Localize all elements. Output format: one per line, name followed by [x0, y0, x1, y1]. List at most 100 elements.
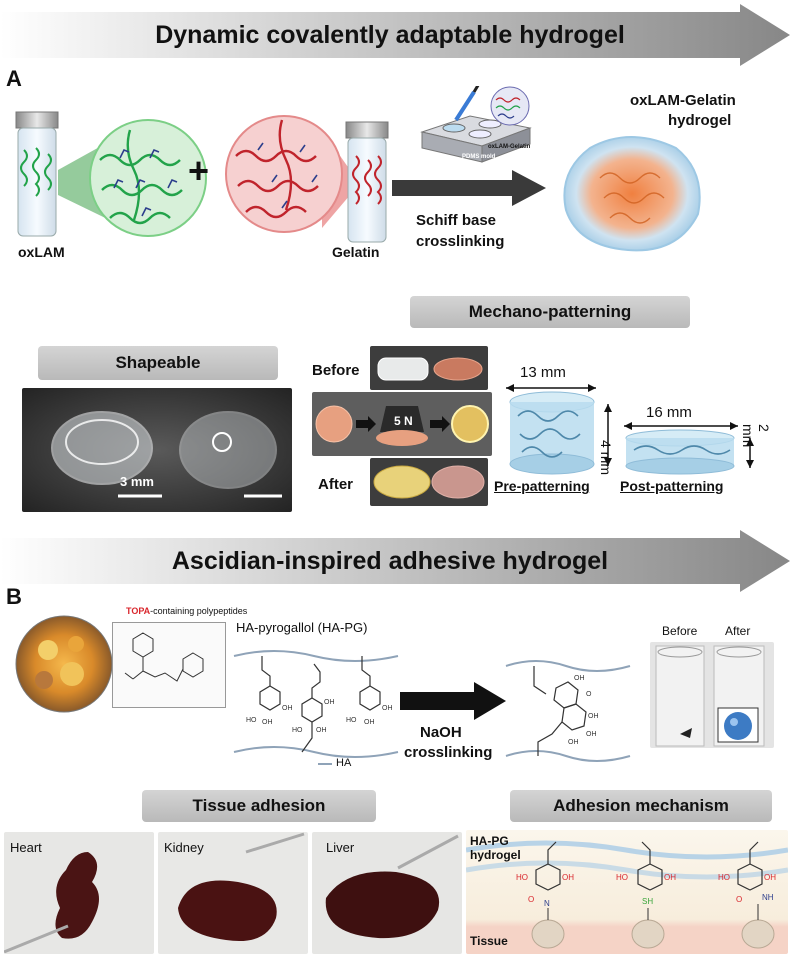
banner-b-title: Ascidian-inspired adhesive hydrogel: [171, 547, 609, 575]
svg-text:O: O: [736, 895, 742, 904]
organ-kidney-label: Kidney: [164, 840, 204, 855]
product-label-2: hydrogel: [668, 112, 732, 129]
naoh-label-2: crosslinking: [404, 744, 493, 761]
svg-text:N: N: [544, 899, 550, 908]
kidney-photo-content: [178, 832, 305, 942]
svg-text:O: O: [528, 895, 534, 904]
svg-text:NH: NH: [762, 893, 774, 902]
topa-structure: [124, 632, 204, 682]
liver-photo: Liver: [312, 832, 462, 954]
before-photo-content: [377, 357, 483, 381]
naoh-label-1: NaOH: [420, 724, 462, 741]
product-label-1: oxLAM-Gelatin: [630, 92, 736, 109]
mechano-patterning-title: Mechano-patterning: [410, 296, 690, 328]
topa-highlight: TOPA: [126, 606, 151, 616]
svg-text:OH: OH: [586, 731, 597, 738]
banner-a: Dynamic covalently adaptable hydrogel: [0, 4, 796, 66]
pdms-mold-diagram: [420, 86, 532, 163]
topa-caption: TOPA-containing polypeptides: [126, 606, 247, 616]
topa-rest: -containing polypeptides: [150, 606, 248, 616]
vial-photo: [650, 642, 774, 748]
svg-text:OH: OH: [364, 719, 375, 726]
svg-text:SH: SH: [642, 897, 653, 906]
shapeable-gel-shapes: [51, 411, 282, 498]
svg-text:HO: HO: [246, 717, 257, 724]
gelatin-vial-diagram: [225, 115, 389, 243]
shapeable-title: Shapeable: [38, 346, 278, 380]
crosslinked-structure: OH O OH OH OH: [505, 660, 631, 762]
pre-width-label: 13 mm: [520, 364, 566, 381]
schiff-base-label-2: crosslinking: [416, 233, 505, 250]
oxlam-vial-diagram: [15, 111, 207, 237]
svg-text:OH: OH: [324, 699, 335, 706]
after-label: After: [318, 476, 354, 493]
panel-letter-a: A: [6, 66, 22, 91]
tissue-adhesion-title: Tissue adhesion: [142, 790, 376, 822]
topa-box: [112, 622, 226, 708]
svg-text:O: O: [586, 691, 592, 698]
pre-height-label: 4 mm: [598, 440, 614, 475]
svg-text:OH: OH: [764, 873, 776, 882]
panel-letter-b: B: [6, 584, 22, 609]
svg-text:HO: HO: [346, 717, 357, 724]
post-patterning-gel: [624, 422, 754, 475]
schiff-base-label-1: Schiff base: [416, 212, 497, 229]
post-patterning-label: Post-patterning: [620, 478, 724, 494]
svg-text:OH: OH: [282, 705, 293, 712]
mold-label: PDMS mold: [462, 154, 496, 160]
schiff-base-arrow: [392, 170, 546, 206]
post-width-label: 16 mm: [646, 404, 692, 421]
mech-hydrogel-label-1: HA-PG: [470, 834, 509, 848]
svg-text:OH: OH: [262, 719, 273, 726]
vial-photo-content: [655, 645, 765, 747]
force-label: 5 N: [394, 414, 413, 428]
after-photo-content: [373, 465, 485, 499]
hapg-structure: HO OH OH HO OH OH HO OH OH: [233, 650, 399, 765]
svg-text:OH: OH: [664, 873, 676, 882]
svg-text:HO: HO: [718, 873, 730, 882]
mechanism-diagram-content: HO OH O N HO OH SH HO OH NH O: [466, 840, 788, 949]
naoh-arrow: [400, 682, 506, 720]
gelatin-label: Gelatin: [332, 244, 380, 260]
oxlam-label: oxLAM: [18, 244, 65, 260]
before-label: Before: [312, 362, 360, 379]
svg-text:HO: HO: [516, 873, 528, 882]
banner-a-arrow: [0, 4, 790, 66]
compression-diagram: [312, 392, 492, 456]
svg-text:HO: HO: [616, 873, 628, 882]
heart-photo-content: [4, 852, 99, 954]
ha-legend: HA: [336, 757, 352, 769]
organ-liver-label: Liver: [326, 840, 355, 855]
plus-sign: +: [188, 150, 210, 191]
pre-patterning-gel: [506, 384, 612, 475]
svg-text:HO: HO: [292, 727, 303, 734]
svg-text:OH: OH: [588, 713, 599, 720]
post-height-label: 2 mm: [740, 424, 772, 448]
adhesion-mechanism-title: Adhesion mechanism: [510, 790, 772, 822]
before-photo: [370, 346, 488, 390]
banner-b: Ascidian-inspired adhesive hydrogel: [0, 530, 796, 592]
banner-b-arrow: [0, 530, 790, 592]
syringe-label: oxLAM-Gelatin: [488, 144, 531, 150]
svg-text:OH: OH: [316, 727, 327, 734]
vial-before-label: Before: [662, 624, 698, 638]
shapeable-photo: 3 mm: [22, 388, 292, 512]
pre-patterning-label: Pre-patterning: [494, 478, 590, 494]
ascidian-photo: [15, 615, 113, 713]
vial-after-label: After: [725, 624, 751, 638]
organ-heart-label: Heart: [10, 840, 42, 855]
heart-photo: Heart: [4, 832, 154, 954]
mech-hydrogel-label-2: hydrogel: [470, 848, 521, 862]
svg-text:OH: OH: [574, 675, 585, 682]
banner-a-title: Dynamic covalently adaptable hydrogel: [155, 21, 625, 49]
svg-text:OH: OH: [568, 739, 579, 746]
hapg-title: HA-pyrogallol (HA-PG): [236, 620, 368, 635]
svg-text:OH: OH: [382, 705, 393, 712]
scale-bar-label: 3 mm: [120, 474, 154, 489]
svg-text:OH: OH: [562, 873, 574, 882]
hydrogel-blob: [563, 136, 701, 252]
liver-photo-content: [325, 834, 459, 939]
mech-tissue-label: Tissue: [470, 934, 508, 948]
